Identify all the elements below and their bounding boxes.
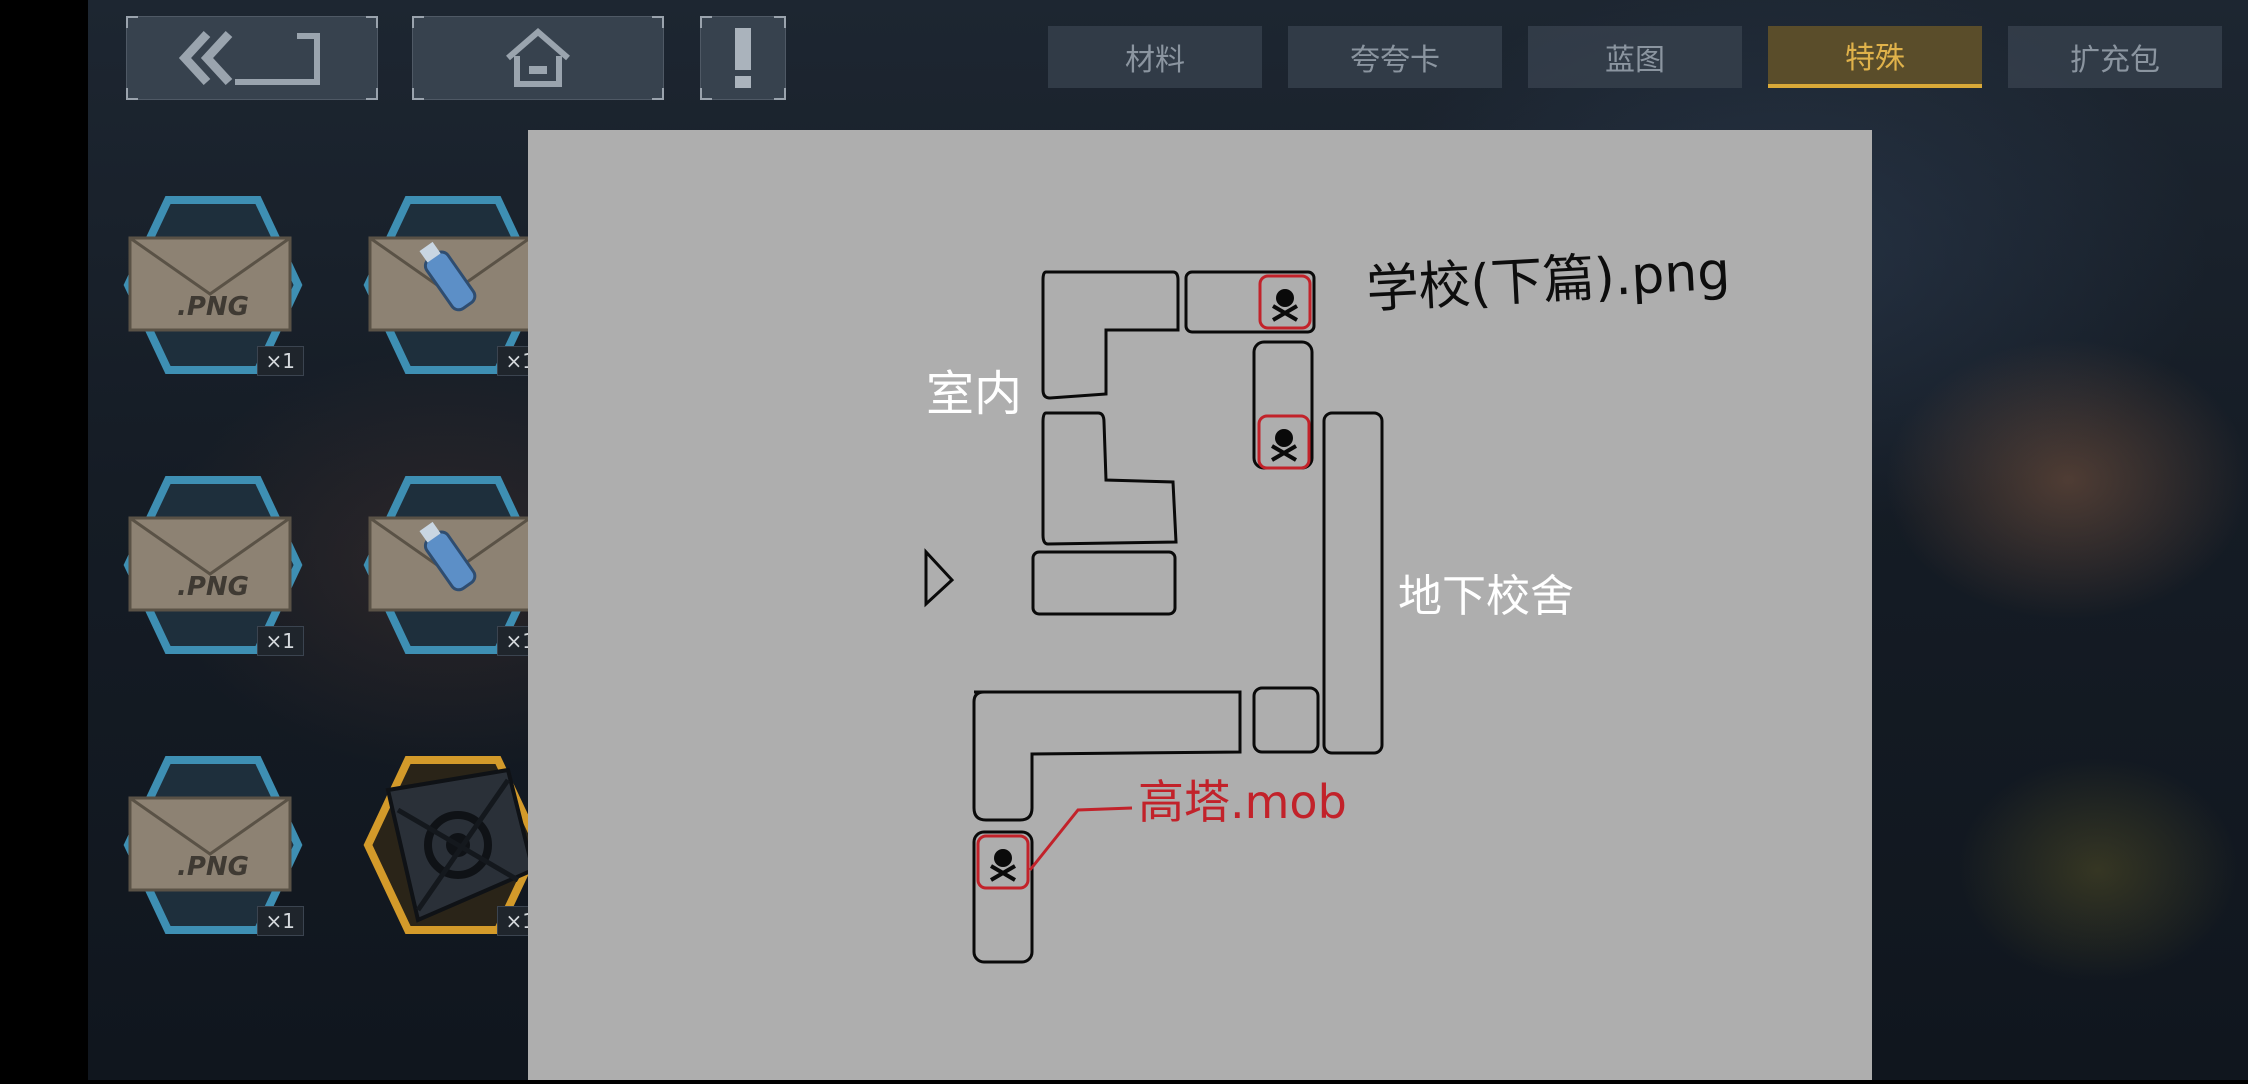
envelope-icon: [123, 476, 303, 654]
tab-expansion-pack[interactable]: 扩充包: [2008, 26, 2222, 88]
envelope-label: .PNG: [176, 572, 250, 602]
home-icon: [506, 28, 570, 87]
tab-blueprints[interactable]: 蓝图: [1528, 26, 1742, 88]
inventory-item-envelope[interactable]: .PNG ×1: [118, 470, 308, 660]
inventory-item-envelope-bottle[interactable]: ×1: [358, 190, 548, 380]
dark-box-icon: [363, 756, 543, 934]
tab-materials[interactable]: 材料: [1048, 26, 1262, 88]
home-button[interactable]: [412, 16, 664, 100]
tab-praise-cards[interactable]: 夸夸卡: [1288, 26, 1502, 88]
school-map-drawing: [924, 270, 1384, 964]
bottle-envelope-icon: [363, 196, 543, 374]
double-chevron-left-icon: [178, 30, 320, 86]
back-button[interactable]: [126, 16, 378, 100]
item-count: ×1: [256, 346, 304, 376]
label-tower: 高塔.mob: [1138, 775, 1347, 829]
item-count: ×1: [256, 626, 304, 656]
tab-special[interactable]: 特殊: [1768, 26, 1982, 88]
item-count: ×1: [256, 906, 304, 936]
label-basement: 地下校舍: [1398, 571, 1574, 622]
notice-button[interactable]: [700, 16, 786, 100]
bottle-envelope-icon: [363, 476, 543, 654]
envelope-icon: [123, 756, 303, 934]
skull-icon: [989, 289, 1299, 882]
envelope-label: .PNG: [176, 292, 250, 322]
inventory-item-envelope[interactable]: .PNG ×1: [118, 190, 308, 380]
envelope-label: .PNG: [176, 852, 250, 882]
exclamation-icon: [735, 28, 751, 88]
map-image-viewer[interactable]: 学校(下篇).png 室内 地下校舍 高塔.mob: [528, 130, 1872, 1080]
label-indoor: 室内: [926, 366, 1023, 422]
inventory-item-envelope[interactable]: .PNG ×1: [118, 750, 308, 940]
inventory-item-envelope-bottle[interactable]: ×1: [358, 470, 548, 660]
inventory-item-dark-box[interactable]: ×1: [358, 750, 548, 940]
